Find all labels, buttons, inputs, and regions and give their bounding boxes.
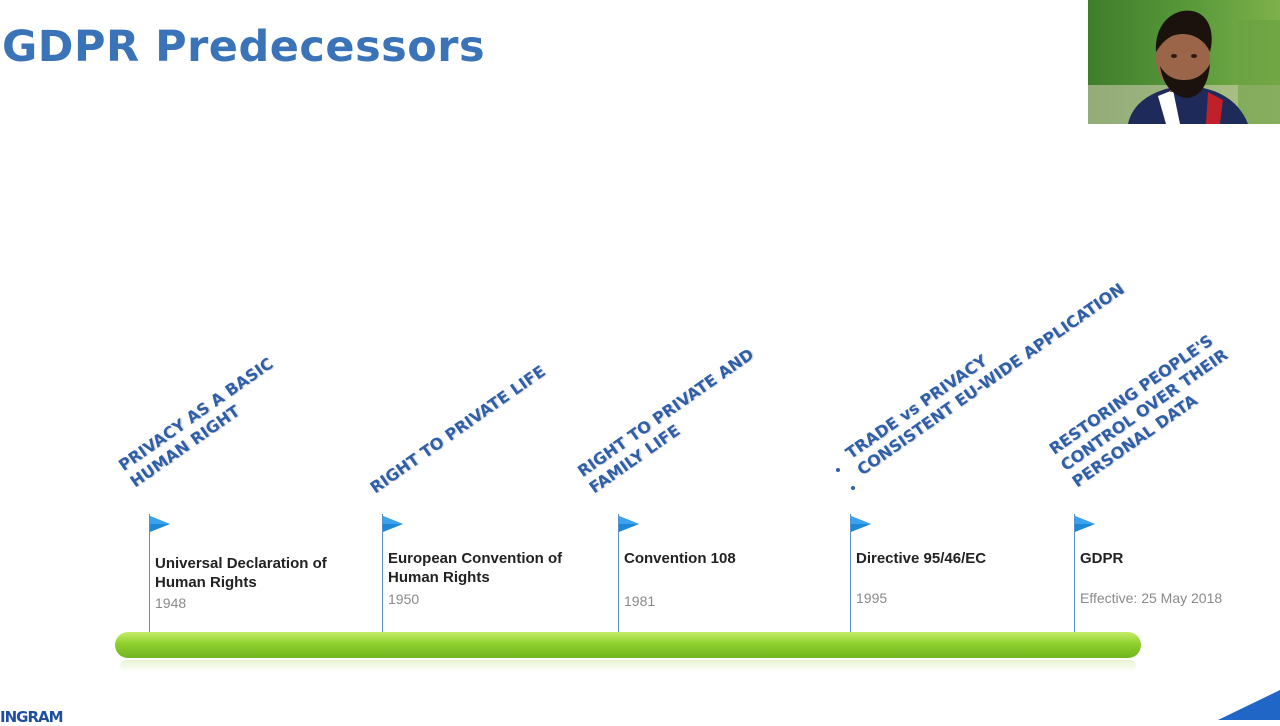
milestone-pole [618,514,619,632]
webcam-video [1088,0,1280,124]
presenter-image [1088,10,1280,124]
milestone-date: 1995 [856,590,888,606]
slide-title: GDPR Predecessors [2,22,486,72]
theme-line: RIGHT TO PRIVATE AND [574,344,758,481]
milestone-date: 1950 [388,591,420,607]
milestone-pole [850,514,851,632]
milestone-name: European Convention of Human Rights [388,550,563,586]
milestone-name: Directive 95/46/EC [856,550,987,567]
theme-line: FAMILY LIFE [585,420,684,498]
flag-icon [150,516,170,532]
theme-line: HUMAN RIGHT [126,401,244,492]
theme-line: CONTROL OVER THEIR [1057,344,1232,475]
bullet-icon [836,468,840,472]
timeline-bar [115,632,1141,658]
flag-icon [619,516,639,532]
bullet-icon [851,486,855,490]
milestone-date: 1981 [624,593,656,609]
milestone-theme: RIGHT TO PRIVATE LIFE [367,362,550,498]
milestone-name: Convention 108 [624,550,736,567]
milestone-theme: RIGHT TO PRIVATE AND FAMILY LIFE [574,345,769,498]
milestone-theme: PRIVACY AS A BASIC HUMAN RIGHT [115,354,289,492]
flag-icon [383,516,403,532]
milestone-date: Effective: 25 May 2018 [1080,590,1223,606]
flag-icon [851,516,871,532]
milestone-name: Universal Declaration of Human Rights [155,555,327,591]
milestone-pole [382,514,383,632]
milestone-name: GDPR [1080,550,1124,567]
company-logo: INGRAM [0,708,64,726]
timeline-reflection [120,660,1136,672]
milestone-pole [1074,514,1075,632]
flag-icon [1075,516,1095,532]
theme-line: PRIVACY AS A BASIC [115,353,277,475]
milestone-theme: RESTORING PEOPLE'S CONTROL OVER THEIR PE… [1046,329,1244,492]
corner-accent [1218,690,1280,720]
milestone-pole [149,514,150,632]
theme-line: RIGHT TO PRIVATE LIFE [366,361,549,498]
milestone-date: 1948 [155,595,187,611]
